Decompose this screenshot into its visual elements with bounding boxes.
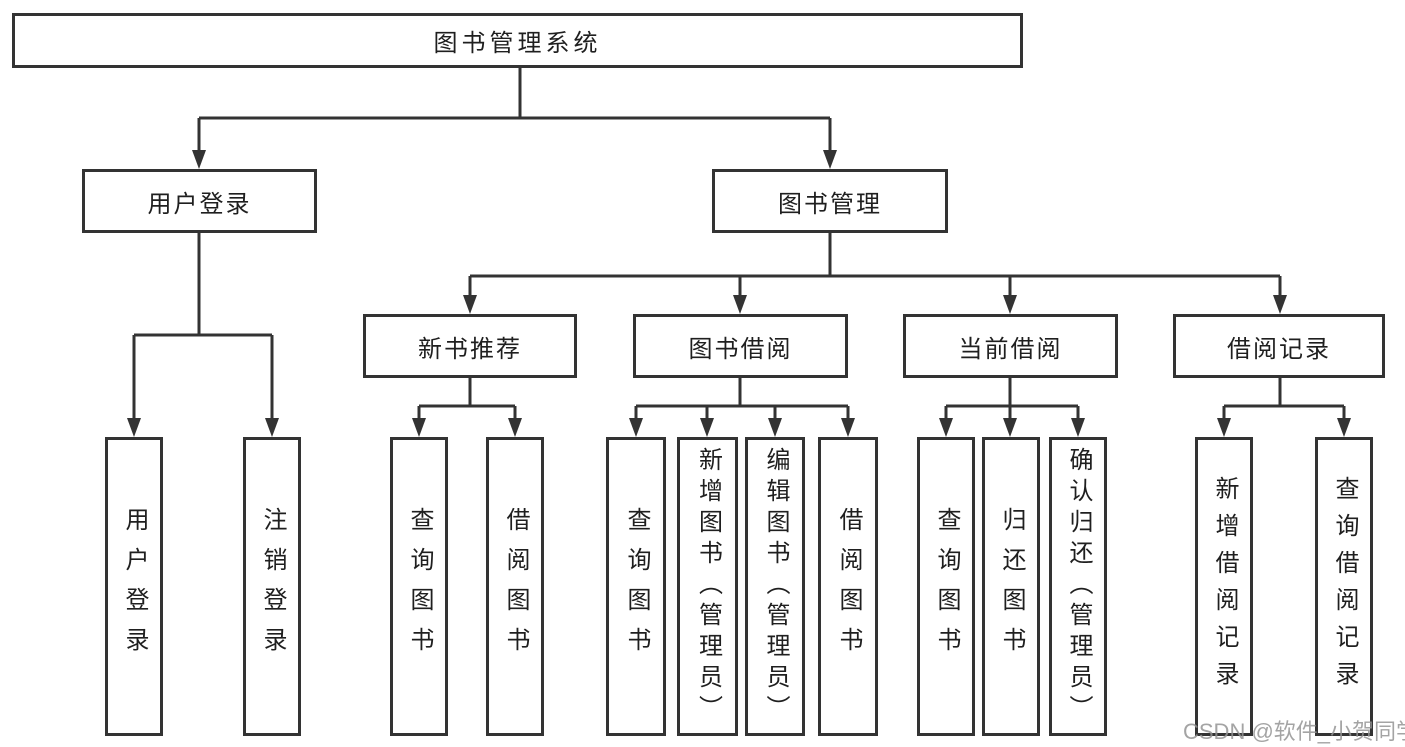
leaf-current-query-books: 查询图书 [917,437,975,736]
node-book-borrowing-label: 图书借阅 [688,335,793,363]
leaf-records-query-borrow-record: 查询借阅记录 [1315,437,1373,736]
watermark-text: CSDN @软件_小贺同学 [1183,719,1405,744]
node-book-management-label: 图书管理 [778,190,882,218]
leaf-recommend-borrow-books-label: 借阅图书 [502,506,529,667]
leaf-current-return-books-label: 归还图书 [998,506,1025,667]
leaf-borrowing-add-books-admin: 新增图书（管理员） [677,437,738,736]
leaf-recommend-query-books-label: 查询图书 [406,506,433,667]
leaf-borrowing-borrow-books-label: 借阅图书 [835,506,862,667]
leaf-records-query-borrow-record-label: 查询借阅记录 [1331,475,1358,698]
node-book-management: 图书管理 [712,169,948,233]
leaf-current-query-books-label: 查询图书 [933,506,960,667]
leaf-borrowing-borrow-books: 借阅图书 [818,437,878,736]
leaf-logout: 注销登录 [243,437,301,736]
leaf-logout-label: 注销登录 [259,506,286,667]
leaf-borrowing-edit-books-admin: 编辑图书（管理员） [745,437,805,736]
leaf-recommend-borrow-books: 借阅图书 [486,437,544,736]
leaf-user-login-label: 用户登录 [121,506,148,667]
node-borrowing-records-label: 借阅记录 [1227,335,1331,363]
leaf-records-add-borrow-record-label: 新增借阅记录 [1211,475,1238,698]
leaf-borrowing-query-books: 查询图书 [606,437,666,736]
leaf-current-confirm-return-admin-label: 确认归还（管理员） [1065,447,1092,726]
node-root: 图书管理系统 [12,13,1023,68]
leaf-records-add-borrow-record: 新增借阅记录 [1195,437,1253,736]
node-user-login: 用户登录 [82,169,317,233]
leaf-recommend-query-books: 查询图书 [390,437,448,736]
node-borrowing-records: 借阅记录 [1173,314,1385,378]
leaf-current-confirm-return-admin: 确认归还（管理员） [1049,437,1107,736]
node-book-borrowing: 图书借阅 [633,314,848,378]
node-new-book-recommend: 新书推荐 [363,314,577,378]
node-new-book-recommend-label: 新书推荐 [418,335,522,363]
node-current-borrowing: 当前借阅 [903,314,1118,378]
leaf-borrowing-add-books-admin-label: 新增图书（管理员） [694,447,722,726]
arrow-heads [127,150,1351,437]
node-root-label: 图书管理系统 [433,30,602,57]
node-user-login-label: 用户登录 [147,190,252,218]
leaf-current-return-books: 归还图书 [982,437,1040,736]
node-current-borrowing-label: 当前借阅 [958,335,1063,363]
leaf-borrowing-query-books-label: 查询图书 [623,506,650,667]
leaf-borrowing-edit-books-admin-label: 编辑图书（管理员） [762,447,789,726]
leaf-user-login: 用户登录 [105,437,163,736]
